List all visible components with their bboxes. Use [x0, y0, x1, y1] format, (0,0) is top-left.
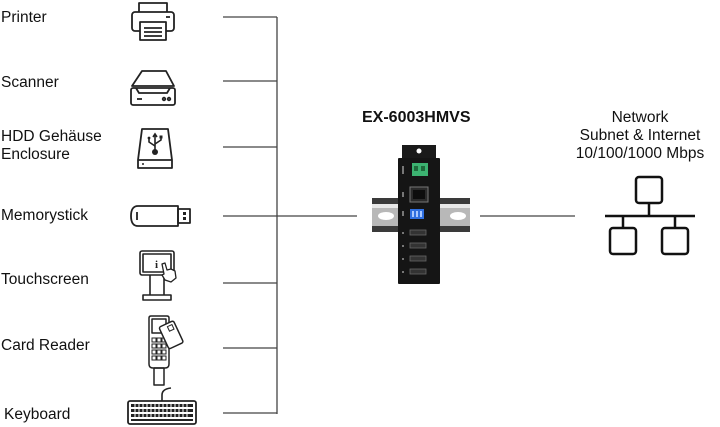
usb-hdd-enclosure-icon — [137, 128, 173, 169]
network-description: Network Subnet & Internet 10/100/1000 Mb… — [560, 109, 720, 163]
device-label-scanner: Scanner — [1, 74, 59, 91]
usb-stick-icon — [130, 205, 191, 227]
hub-model-title: EX-6003HMVS — [362, 109, 471, 126]
card-reader-icon — [148, 315, 184, 386]
device-label-hdd-line1: HDD Gehäuse — [1, 128, 102, 145]
device-label-printer: Printer — [1, 9, 47, 26]
device-label-hdd-line2: Enclosure — [1, 146, 70, 163]
din-rail-usb-hub-icon — [372, 145, 470, 284]
network-topology-icon — [605, 175, 695, 256]
touchscreen-kiosk-icon: i — [139, 250, 177, 301]
network-label: Network — [611, 109, 669, 126]
device-label-touchscreen: Touchscreen — [1, 271, 89, 288]
device-label-keyboard: Keyboard — [4, 406, 71, 423]
network-subnet-label: Subnet & Internet — [579, 127, 701, 144]
device-label-card-reader: Card Reader — [1, 337, 90, 354]
svg-text:i: i — [155, 259, 158, 271]
device-label-memorystick: Memorystick — [1, 207, 88, 224]
printer-icon — [131, 2, 175, 41]
scanner-icon — [130, 70, 176, 106]
network-speed-label: 10/100/1000 Mbps — [575, 145, 705, 162]
keyboard-icon — [127, 387, 197, 425]
